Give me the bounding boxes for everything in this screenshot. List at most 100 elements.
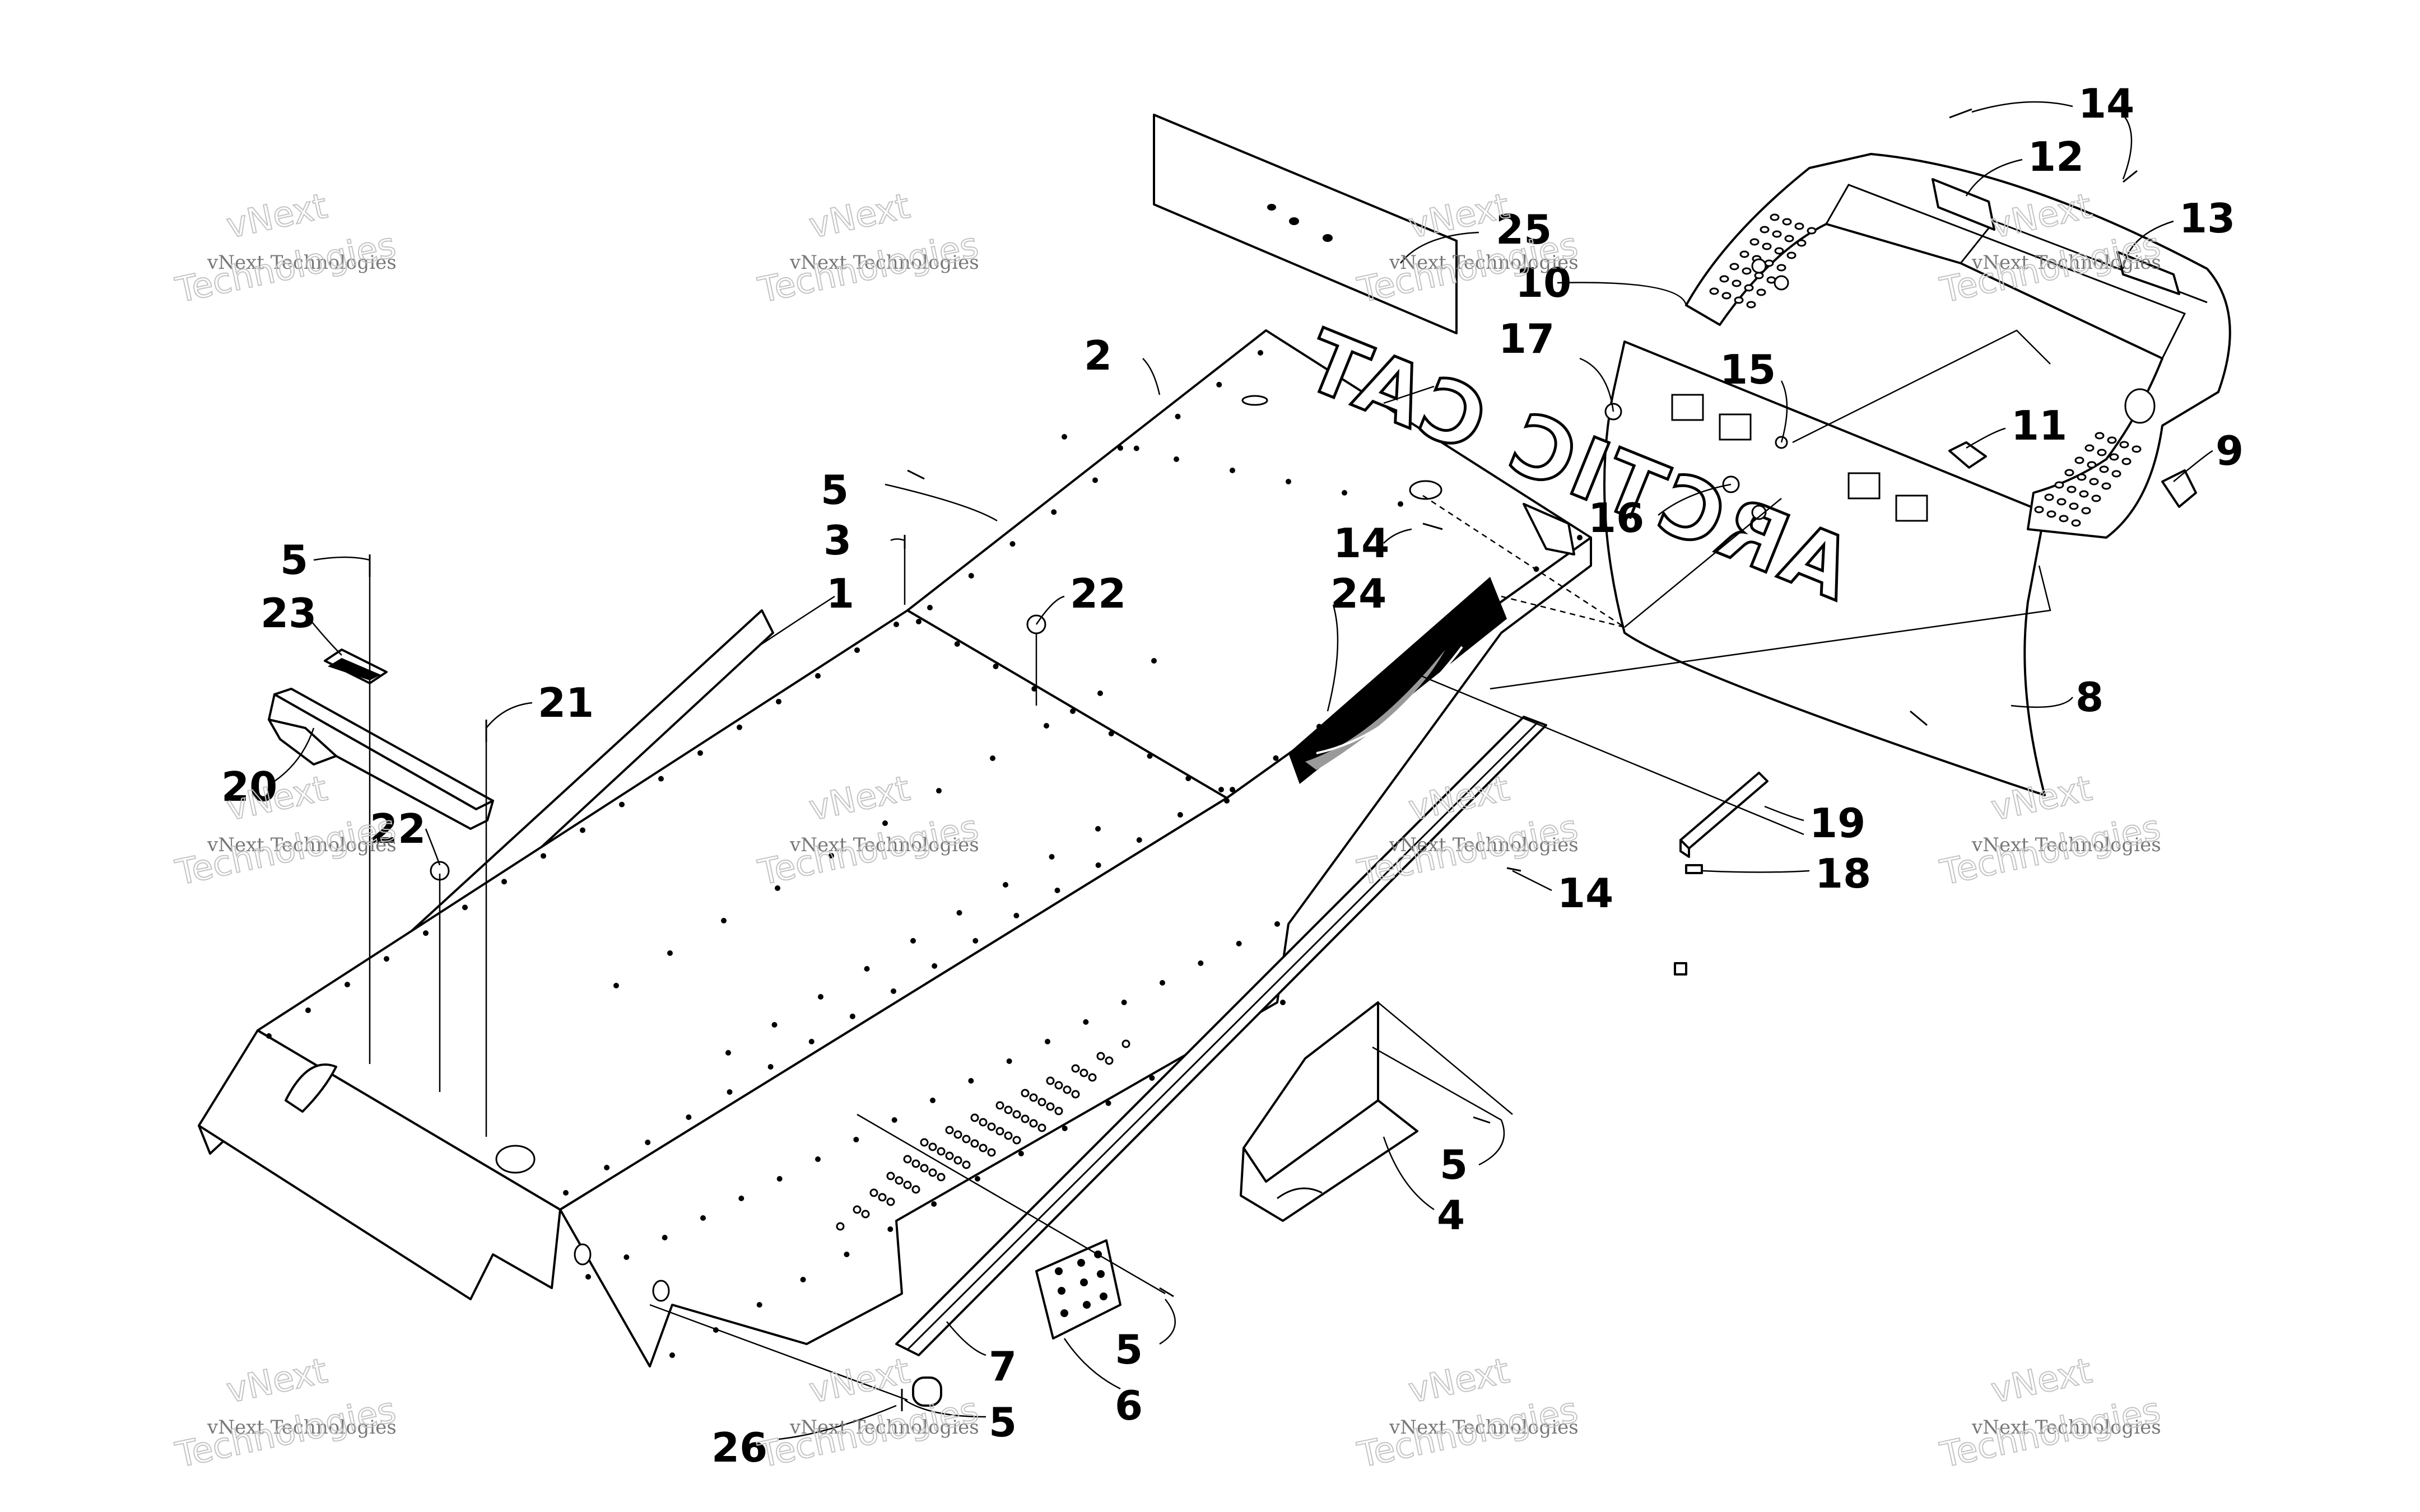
perforation-hole [1063, 1085, 1072, 1094]
bumper-hole [1770, 213, 1780, 221]
rivet-hole [853, 1137, 859, 1142]
rivet-hole [936, 788, 942, 794]
rivet-hole [1218, 787, 1224, 792]
callout-5-plate: 5 [1115, 1326, 1143, 1373]
callout-24: 24 [1330, 570, 1386, 617]
callout-7: 7 [989, 1343, 1017, 1390]
watermark-text: vNext Technologies [1971, 251, 2161, 274]
bumper-hole [2046, 510, 2056, 518]
bumper-hole [1721, 292, 1732, 300]
callout-13: 13 [2179, 195, 2235, 242]
bumper-hole [1719, 275, 1729, 283]
perforation-hole [1037, 1123, 1046, 1132]
rivet-hole [1160, 980, 1165, 986]
rivet-hole [305, 1007, 311, 1014]
rivet-hole [738, 1196, 744, 1201]
bumper-hole [2077, 473, 2087, 481]
perforation-hole [953, 1130, 962, 1139]
perforation-hole [1096, 1052, 1105, 1061]
rivet-hole [737, 724, 742, 730]
callout-25: 25 [1496, 206, 1552, 253]
watermark-text: vNext Technologies [789, 251, 979, 274]
part-19-plate [1679, 772, 1769, 858]
perforation-hole [1037, 1098, 1046, 1107]
rivet-hole [990, 755, 995, 761]
rivet-hole [1054, 888, 1060, 893]
rivet-hole [462, 904, 468, 911]
watermark-text: vNext Technologies [1389, 251, 1579, 274]
rivet-hole [700, 1215, 706, 1221]
perforation-hole [1046, 1076, 1055, 1085]
callout-5-bottom: 5 [989, 1399, 1017, 1446]
rivet-hole [266, 1033, 272, 1039]
perforation-hole [895, 1176, 904, 1185]
perforation-hole [928, 1142, 937, 1151]
rivet-hole [1151, 658, 1157, 664]
perforation-hole [995, 1127, 1004, 1136]
rivet-hole [669, 1352, 675, 1358]
perforation-hole [1079, 1068, 1088, 1077]
callout-9: 8 [2075, 674, 2103, 721]
rivet-hole [501, 879, 507, 885]
rivet-hole [776, 698, 781, 704]
rivet-hole [1062, 1126, 1068, 1131]
rivet-hole [800, 1277, 806, 1282]
rivet-hole [645, 1140, 651, 1145]
rivet-hole [1342, 490, 1347, 496]
perforation-hole [1012, 1110, 1021, 1119]
rivet-hole [1230, 468, 1235, 473]
rivet-hole [808, 1039, 815, 1044]
leader-lines [274, 101, 2213, 1440]
perforation-hole [861, 1210, 870, 1219]
callout-18: 18 [1815, 850, 1871, 897]
rivet-hole [619, 801, 625, 808]
rivet-hole [1003, 882, 1008, 888]
watermark-bottom: Technologies [172, 224, 399, 310]
perforation-hole [911, 1185, 920, 1194]
perforation-hole [962, 1135, 971, 1144]
rivet-hole [1577, 535, 1583, 540]
perforation-hole [920, 1138, 929, 1147]
callout-16: 16 [1588, 494, 1644, 542]
perforation-hole [903, 1180, 912, 1189]
rivet-hole [697, 750, 703, 756]
rivet-hole [1092, 477, 1098, 483]
rivet-hole [1280, 1000, 1286, 1005]
bumper-hole [1756, 288, 1766, 296]
perforation-hole [970, 1113, 979, 1122]
perforation-hole [903, 1155, 912, 1164]
rivet-hole [891, 1117, 897, 1123]
bumper-hole [2034, 506, 2044, 514]
bumper-hole [1742, 267, 1752, 275]
assembly-lines [369, 329, 2051, 1401]
rivet-hole [423, 930, 429, 936]
callout-10: 9 [2216, 427, 2244, 474]
rivet-hole [956, 910, 962, 916]
rivet-hole [541, 853, 546, 859]
watermark-text: vNext Technologies [1971, 834, 2161, 856]
rivet-hole [993, 664, 999, 669]
perforation-hole [1105, 1056, 1114, 1065]
perforation-hole [987, 1122, 996, 1131]
part-25-decal-strip [1153, 114, 1458, 334]
bumper-hole [2089, 478, 2099, 486]
perforation-hole [1012, 1136, 1021, 1145]
rivet-hole [829, 853, 834, 858]
bumper-hole [2081, 507, 2091, 515]
rivet-hole [1108, 731, 1114, 736]
perforation-hole [836, 1222, 845, 1231]
rivet-hole [613, 983, 619, 988]
perforation-hole [1071, 1064, 1080, 1073]
watermark-text: vNext Technologies [789, 1416, 979, 1439]
rivet-hole [686, 1114, 692, 1120]
callout-5-left: 5 [280, 536, 308, 584]
bumper-hole [2056, 498, 2067, 506]
part-8-bumper [1685, 153, 2231, 539]
rivet-hole [662, 1235, 668, 1240]
rivet-hole [727, 1089, 733, 1095]
callout-26: 26 [711, 1424, 767, 1471]
watermark-top: vNext [1405, 1350, 1513, 1411]
bumper-hole [2121, 458, 2132, 465]
callout-21: 20 [221, 763, 277, 810]
perforation-hole [1071, 1090, 1080, 1099]
